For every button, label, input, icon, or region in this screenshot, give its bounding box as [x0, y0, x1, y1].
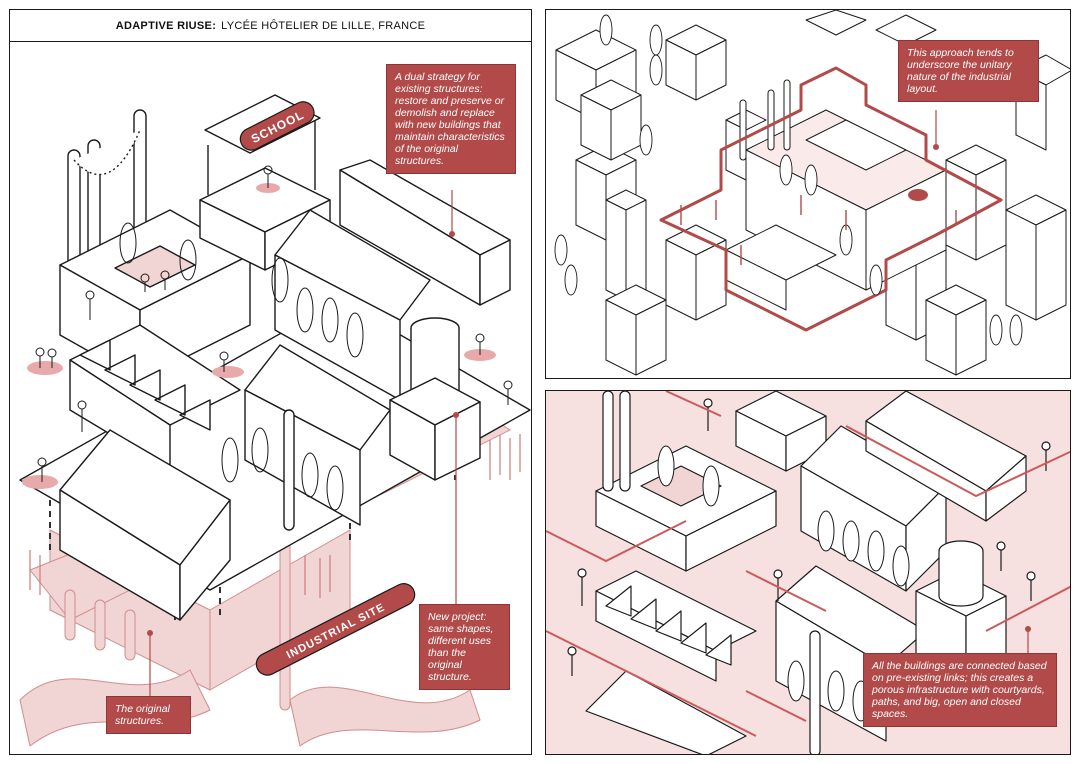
trees — [119, 222, 364, 511]
title-rest: LYCÉE HÔTELIER DE LILLE, FRANCE — [221, 19, 426, 32]
main-axonometric-drawing: SCHOOL INDUSTRIAL SITE — [19, 94, 531, 747]
left-panel-main-axonometric: ADAPTIVE RIUSE: LYCÉE HÔTELIER DE LILLE,… — [9, 9, 532, 755]
top-right-panel-site-overview: This approach tends to underscore the un… — [545, 9, 1071, 379]
conn-trees — [657, 445, 910, 722]
title-strong: ADAPTIVE RIUSE: — [115, 19, 217, 32]
note-connected-buildings: All the buildings are connected based on… — [863, 653, 1057, 727]
site-overview-drawing — [554, 10, 1070, 376]
ghost-people — [29, 434, 521, 598]
leader-lines — [149, 190, 457, 700]
note-unitary-nature: This approach tends to underscore the un… — [898, 40, 1039, 102]
pipe-pole — [283, 409, 295, 531]
note-new-project: New project: same shapes, different uses… — [419, 604, 510, 690]
red-paths — [546, 391, 1070, 737]
people-figures — [35, 165, 513, 482]
note-dual-strategy: A dual strategy for existing structures:… — [386, 64, 516, 174]
people-spots — [22, 183, 496, 489]
note-original-structures: The original structures. — [106, 696, 191, 734]
city-people — [680, 195, 957, 265]
sawtooth-shed — [69, 324, 241, 471]
industrial-layout-outline — [659, 66, 1003, 332]
connections-drawing — [546, 391, 1070, 754]
cylinder-silo — [389, 317, 481, 481]
page-title: ADAPTIVE RIUSE: LYCÉE HÔTELIER DE LILLE,… — [10, 10, 531, 42]
bottom-right-panel-connections: All the buildings are connected based on… — [545, 390, 1071, 755]
city-trees — [554, 14, 1023, 346]
sawtooth-roofs — [605, 585, 732, 666]
